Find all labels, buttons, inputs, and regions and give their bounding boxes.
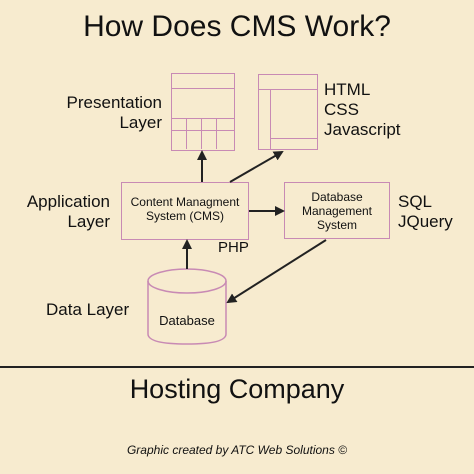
- dbms-box: Database Management System: [284, 182, 390, 239]
- mockup-1-header-line: [172, 88, 234, 89]
- mockup-1-row-line-2: [172, 130, 234, 131]
- dbms-label: Database Management System: [285, 190, 389, 232]
- database-cylinder-icon: [147, 281, 227, 345]
- tech-html: HTML: [324, 80, 371, 99]
- presentation-layer-label-line1: Presentation: [66, 93, 162, 112]
- mockup-2-footer-line: [270, 138, 317, 139]
- mockup-1-row-line-1: [172, 118, 234, 119]
- presentation-layer-label-line2: Layer: [119, 113, 162, 132]
- application-layer-label: Application Layer: [0, 192, 110, 232]
- application-layer-label-line2: Layer: [67, 212, 110, 231]
- presentation-layer-label: Presentation Layer: [30, 93, 162, 133]
- credit-text: Graphic created by ATC Web Solutions ©: [126, 443, 348, 457]
- arrow-dbms-to-database: [226, 239, 327, 304]
- cms-label-line1: Content Managment: [130, 195, 240, 209]
- tech-javascript: Javascript: [324, 120, 401, 139]
- dbms-label-line3: System: [316, 218, 357, 232]
- database-cylinder-top: [147, 268, 227, 294]
- divider: [0, 366, 474, 368]
- mockup-1-col-1: [186, 118, 187, 149]
- arrow-cms-to-page2: [229, 151, 284, 183]
- database-label: Database: [159, 313, 215, 328]
- diagram-title: How Does CMS Work?: [83, 10, 391, 43]
- cms-box: Content Managment System (CMS): [121, 182, 249, 240]
- mockup-1-col-3: [216, 118, 217, 149]
- hosting-company-label: Hosting Company: [129, 374, 345, 404]
- cms-label: Content Managment System (CMS): [122, 195, 248, 223]
- dbms-label-line2: Management: [301, 204, 373, 218]
- web-page-mockup-2: [258, 74, 318, 150]
- data-layer-label: Data Layer: [46, 300, 130, 319]
- application-layer-label-line1: Application: [26, 192, 110, 211]
- tech-jquery: JQuery: [398, 212, 453, 231]
- tech-css: CSS: [324, 100, 359, 119]
- dbms-label-line1: Database: [311, 190, 363, 204]
- mockup-2-header-line: [259, 89, 317, 90]
- mockup-2-sidebar-line: [270, 89, 271, 149]
- db-tech-list: SQL JQuery: [398, 192, 453, 232]
- web-page-mockup-1: [171, 73, 235, 151]
- tech-sql: SQL: [398, 192, 433, 211]
- frontend-tech-list: HTML CSS Javascript: [324, 80, 401, 140]
- tech-php: PHP: [218, 239, 249, 256]
- mockup-1-col-2: [201, 118, 202, 149]
- cms-label-line2: System (CMS): [146, 209, 224, 223]
